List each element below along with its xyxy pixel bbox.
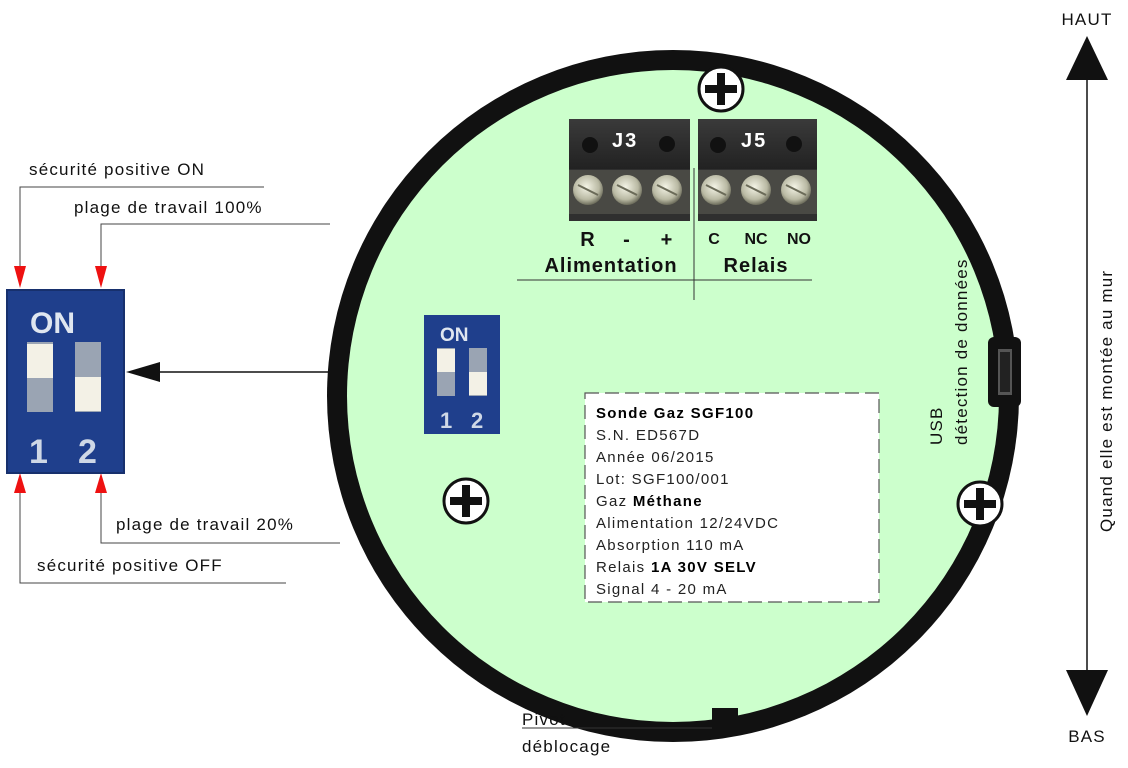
screw-top <box>697 65 745 113</box>
label-secu-on: sécurité positive ON <box>29 160 205 179</box>
rating-plate: Sonde Gaz SGF100 S.N. ED567D Année 06/20… <box>584 392 880 603</box>
pivot-label-1: Pivot <box>522 710 566 729</box>
plate-lot: Lot: SGF100/001 <box>596 471 730 488</box>
plate-year: Année 06/2015 <box>596 449 715 466</box>
dip-num-2: 2 <box>78 433 97 471</box>
arrow-secu-on <box>14 266 26 288</box>
plate-relay-value: 1A 30V SELV <box>651 559 757 576</box>
screw-right <box>956 480 1004 528</box>
j5-term-c: C <box>708 231 720 248</box>
terminal-block-j5: J5 <box>698 119 817 221</box>
plate-relay: Relais 1A 30V SELV <box>596 559 757 576</box>
board-dip-body <box>424 315 500 434</box>
dip-switch-enlarged: ON 1 2 <box>6 289 125 474</box>
plate-gas-value: Méthane <box>633 493 703 510</box>
dip-switch-board: ON 1 2 <box>424 315 500 434</box>
dip-num-1: 1 <box>29 433 48 471</box>
plate-gas: Gaz Méthane <box>596 493 703 510</box>
board-dip-num-1: 1 <box>440 408 452 433</box>
j5-header: J5 <box>741 130 767 152</box>
arrow-up-head <box>1066 36 1108 80</box>
j5-term-no: NO <box>787 231 811 248</box>
dip-toggle-1 <box>27 344 53 378</box>
plate-supply: Alimentation 12/24VDC <box>596 515 779 532</box>
plate-title: Sonde Gaz SGF100 <box>596 405 754 422</box>
j5-term-nc: NC <box>744 231 768 248</box>
plate-absorption: Absorption 110 mA <box>596 537 745 554</box>
usb-detect-label: détection de données <box>952 258 971 445</box>
dip-toggle-2 <box>75 377 101 411</box>
group-relais: Relais <box>724 255 789 277</box>
screw-left <box>442 477 490 525</box>
j3-term-minus: - <box>623 229 631 251</box>
wall-note: Quand elle est montée au mur <box>1097 270 1116 532</box>
dip-on-label: ON <box>30 307 75 340</box>
arrow-secu-off <box>14 473 26 493</box>
board-dip-on: ON <box>440 325 469 346</box>
j3-header: J3 <box>612 130 638 152</box>
screws <box>442 65 1004 528</box>
usb-label: USB <box>927 406 946 445</box>
label-plage-20: plage de travail 20% <box>116 515 294 534</box>
arrow-left-head <box>126 362 160 382</box>
plate-serial: S.N. ED567D <box>596 427 700 444</box>
arrow-down-head <box>1066 670 1108 716</box>
pivot-nub <box>712 708 738 732</box>
arrow-plage-20 <box>95 473 107 493</box>
plate-relay-label: Relais <box>596 559 651 576</box>
label-top: HAUT <box>1061 10 1112 29</box>
board-dip-toggle-1 <box>437 349 455 372</box>
leader-plage-100 <box>100 223 330 268</box>
dip-callouts: sécurité positive ON plage de travail 10… <box>14 160 340 584</box>
group-alimentation: Alimentation <box>544 255 677 277</box>
plate-signal: Signal 4 - 20 mA <box>596 581 728 598</box>
usb-area: USB détection de données <box>927 258 1021 445</box>
plate-gas-label: Gaz <box>596 493 633 510</box>
label-secu-off: sécurité positive OFF <box>37 556 223 575</box>
j3-term-r: R <box>580 229 595 251</box>
pivot-label-2: déblocage <box>522 737 611 756</box>
orientation-arrow: HAUT BAS Quand elle est montée au mur <box>1061 10 1116 746</box>
plate-border <box>584 392 880 603</box>
leader-plage-20 <box>100 493 340 544</box>
j3-term-plus: + <box>661 229 674 251</box>
leader-secu-on <box>19 186 264 268</box>
label-plage-100: plage de travail 100% <box>74 198 263 217</box>
leader-secu-off <box>19 493 286 584</box>
dip-body <box>7 290 124 473</box>
terminal-block-j3: J3 <box>569 119 690 221</box>
label-bottom: BAS <box>1068 727 1106 746</box>
board-dip-num-2: 2 <box>471 408 483 433</box>
pivot-callout: Pivot déblocage <box>522 710 712 756</box>
terminal-labels: R - + C NC NO Alimentation Relais <box>517 168 812 300</box>
arrow-plage-100 <box>95 266 107 288</box>
board-dip-toggle-2 <box>469 372 487 395</box>
